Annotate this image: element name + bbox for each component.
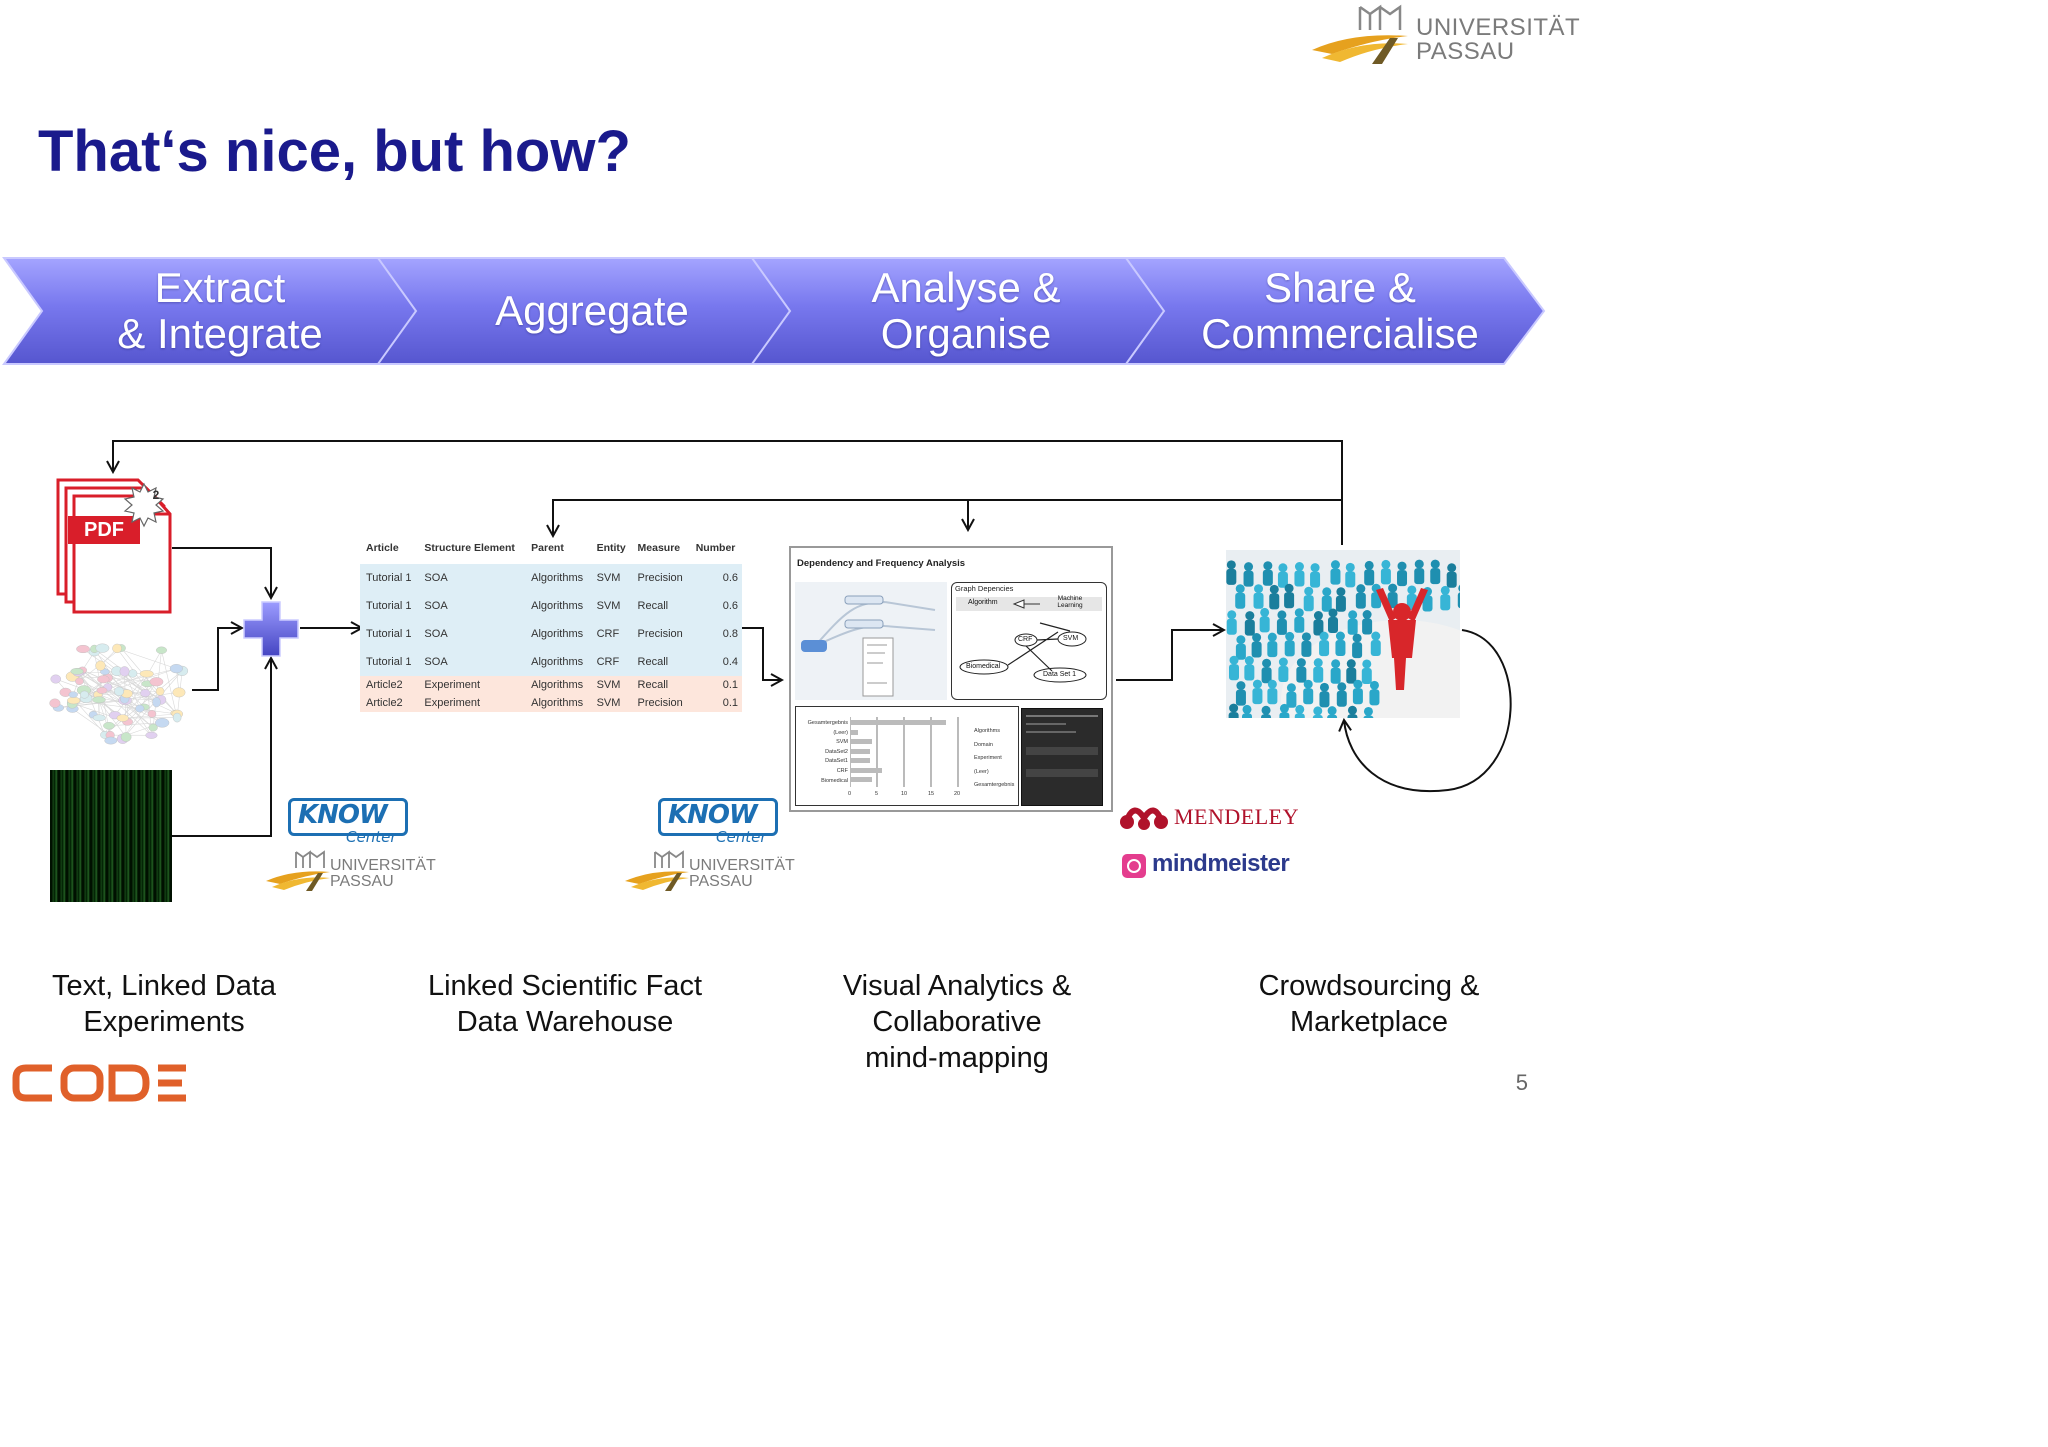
know-word: KNOW [668, 800, 758, 830]
col-article: Article [366, 542, 399, 554]
node-ml: Machine Learning [1057, 595, 1083, 609]
node-svm: SVM [1063, 635, 1079, 642]
node-biomedical: Biomedical [966, 663, 1001, 670]
node-crf: CRF [1018, 636, 1033, 643]
code-logo-icon [12, 1064, 186, 1102]
col-entity: Entity [596, 542, 626, 554]
matrix-code-image [50, 770, 172, 902]
uni-passau-logo-1: UNIVERSITÄT PASSAU [266, 848, 436, 894]
step-extract: Extract & Integrate [117, 264, 323, 357]
process-chevrons [2, 257, 1546, 365]
frequency-bar-panel: Gesamtergebnis (Leer) SVM DataSet2 DataS… [795, 706, 1019, 806]
col-number: Number [695, 542, 736, 554]
mindmeister-text: mindmeister [1152, 850, 1290, 877]
step-share: Share & Commercialise [1201, 264, 1479, 357]
aggregate-plus-icon [243, 601, 299, 657]
chevron-4 [1124, 257, 1546, 365]
pdf-label: PDF [84, 519, 124, 541]
caption-text-linked-data: Text, Linked Data Experiments [51, 970, 277, 1038]
page-title: That‘s nice, but how? [38, 119, 631, 184]
node-dataset: Data Set 1 [1043, 671, 1077, 678]
pdf-badge: 2 [152, 488, 160, 502]
know-center-logo-1: KNOW Center [288, 798, 408, 846]
dark-settings-panel [1021, 708, 1103, 806]
logo-line1: UNIVERSITÄT [1416, 14, 1581, 41]
graph-dependencies-box: Graph Depencies Algorithm Machine Learni… [951, 582, 1107, 700]
know-center-logo-2: KNOW Center [658, 798, 778, 846]
caption-visual-analytics: Visual Analytics & Collaborative mind-ma… [842, 970, 1072, 1074]
mindmap-thumbnail [795, 582, 947, 700]
code-logo: CODE [12, 1062, 192, 1104]
va-title: Dependency and Frequency Analysis [797, 558, 966, 569]
university-logo-top: UNIVERSITÄT PASSAU [1312, 2, 1580, 68]
graph-title: Graph Depencies [955, 584, 1014, 593]
pdf-documents-icon: PDF 2 [52, 476, 178, 620]
mendeley-icon [1120, 807, 1168, 830]
node-algorithm: Algorithm [968, 599, 998, 606]
caption-fact-warehouse: Linked Scientific Fact Data Warehouse [427, 970, 702, 1038]
step-analyse: Analyse & Organise [871, 264, 1061, 357]
col-parent: Parent [531, 542, 564, 554]
slide-number: 5 [1515, 1070, 1528, 1095]
know-sub: Center [716, 828, 767, 846]
know-word: KNOW [298, 800, 388, 830]
caption-crowdsourcing: Crowdsourcing & Marketplace [1258, 970, 1480, 1038]
flow-connectors [0, 440, 1512, 837]
university-emblem-icon [1312, 4, 1408, 64]
col-structure: Structure Element [424, 542, 515, 554]
linked-data-graph-icon [49, 643, 189, 745]
crowd-image [1226, 550, 1460, 718]
col-measure: Measure [637, 542, 681, 554]
mendeley-logo: MENDELEY [1118, 800, 1308, 836]
uni-passau-logo-2: UNIVERSITÄT PASSAU [625, 848, 795, 894]
process-flow: Extract & Integrate Aggregate Analyse & … [0, 252, 1568, 370]
mindmeister-logo: mindmeister [1122, 848, 1302, 882]
mindmeister-icon [1122, 854, 1146, 878]
visual-analytics-screenshot: Dependency and Frequency Analysis Graph … [789, 546, 1113, 812]
step-aggregate: Aggregate [495, 287, 689, 334]
fact-data-table: Article Structure Element Parent Entity … [360, 538, 742, 712]
mendeley-text: MENDELEY [1174, 804, 1299, 829]
know-sub: Center [346, 828, 397, 846]
logo-line2: PASSAU [1416, 38, 1515, 65]
